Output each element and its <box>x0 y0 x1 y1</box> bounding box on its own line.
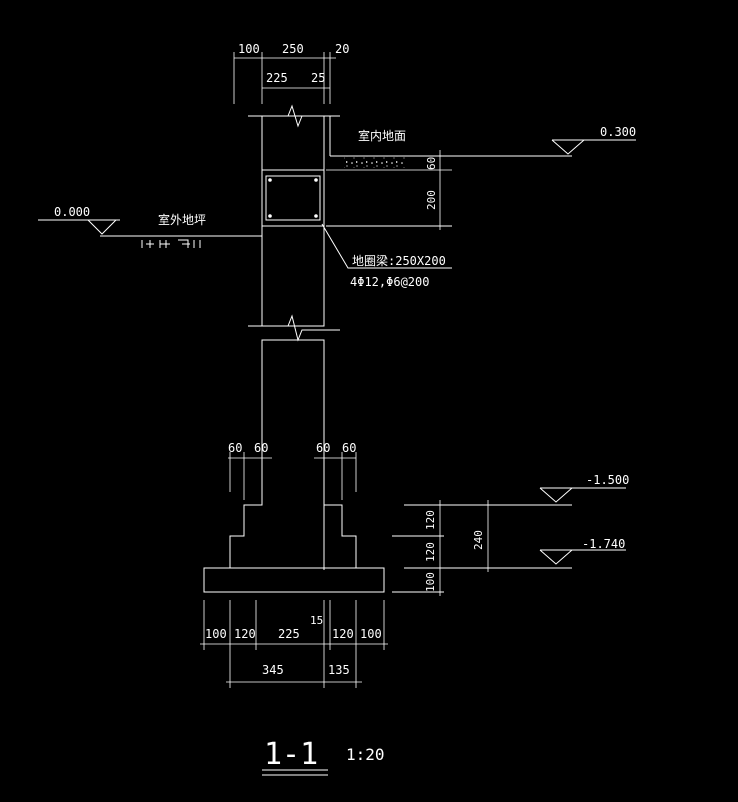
indoor-floor-label: 室内地面 <box>358 128 406 143</box>
step-dimensions: 60 60 60 60 <box>228 441 356 500</box>
right-elevations: -1.500 -1.740 120 120 100 240 <box>392 473 629 596</box>
break-line-top <box>248 104 340 128</box>
section-title: 1-1 <box>264 737 318 772</box>
bottom-dim-15: 15 <box>310 614 323 627</box>
top-dim-250: 250 <box>282 42 304 56</box>
concrete-base <box>203 567 385 593</box>
indoor-floor: 室内地面 60 200 0.300 <box>326 125 636 230</box>
top-dim-100: 100 <box>238 42 260 56</box>
dim-60: 60 <box>425 157 438 170</box>
elevation-bottom: -1.740 <box>582 537 625 551</box>
bottom-dim-100-right: 100 <box>360 627 382 641</box>
section-title-block: 1-1 1:20 <box>262 737 385 776</box>
bottom-dimensions: 100 120 225 120 100 15 345 135 <box>200 600 388 688</box>
step-dim-60-b: 60 <box>254 441 268 455</box>
ring-beam-rebar: 4Φ12,Φ6@200 <box>350 275 429 289</box>
step-dim-60-c: 60 <box>316 441 330 455</box>
right-dim-240: 240 <box>472 530 485 550</box>
outdoor-ground: 0.000 室外地坪 <box>38 205 262 248</box>
ring-beam-callout: 地圈梁:250X200 4Φ12,Φ6@200 <box>321 223 452 289</box>
scale-label: 1:20 <box>346 745 385 764</box>
elevation-outdoor: 0.000 <box>54 205 90 219</box>
bottom-dim-345: 345 <box>262 663 284 677</box>
dim-200: 200 <box>425 190 438 210</box>
top-dim-20: 20 <box>335 42 349 56</box>
break-line-mid <box>248 314 340 342</box>
bottom-dim-120-left: 120 <box>234 627 256 641</box>
right-dim-100: 100 <box>424 572 437 592</box>
step-dim-60-a: 60 <box>228 441 242 455</box>
top-dim-225: 225 <box>266 71 288 85</box>
bottom-dim-120-right: 120 <box>332 627 354 641</box>
elevation-step: -1.500 <box>586 473 629 487</box>
right-dim-120-a: 120 <box>424 510 437 530</box>
right-dim-120-b: 120 <box>424 542 437 562</box>
wall-upper <box>261 115 331 327</box>
top-dimensions: 100 250 20 225 25 <box>233 42 349 104</box>
bottom-dim-100-left: 100 <box>205 627 227 641</box>
top-dim-25: 25 <box>311 71 325 85</box>
elevation-indoor: 0.300 <box>600 125 636 139</box>
bottom-dim-135: 135 <box>328 663 350 677</box>
wall-lower <box>229 339 357 570</box>
ring-beam-label: 地圈梁:250X200 <box>352 253 446 268</box>
step-dim-60-d: 60 <box>342 441 356 455</box>
bottom-dim-225: 225 <box>278 627 300 641</box>
outdoor-ground-label: 室外地坪 <box>158 212 206 227</box>
